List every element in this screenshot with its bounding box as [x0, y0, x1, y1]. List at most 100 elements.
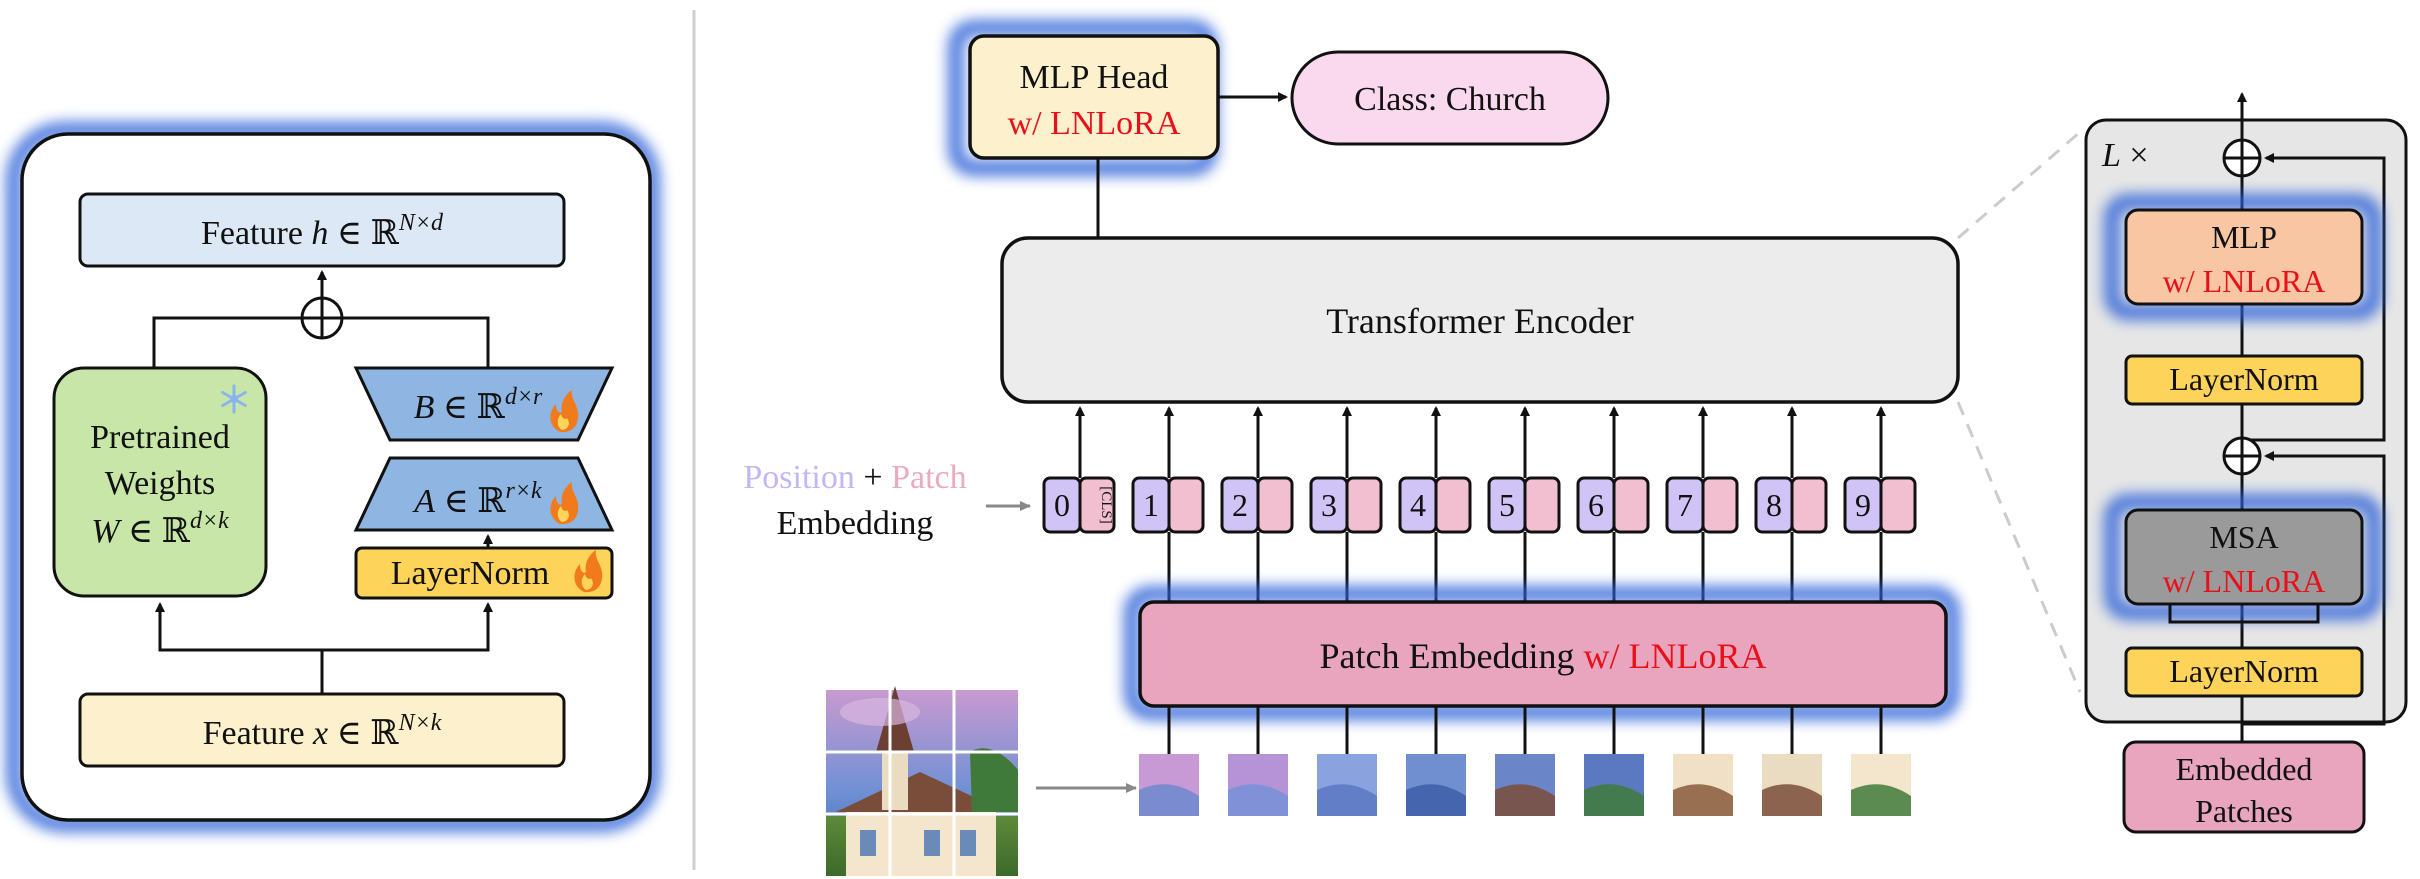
- token-4: 4: [1398, 406, 1472, 602]
- sum-node-top: [2222, 138, 2262, 178]
- b-sup: d×r: [505, 384, 543, 410]
- transformer-encoder-box: Transformer Encoder: [1000, 236, 1960, 404]
- token-9: 9: [1843, 406, 1917, 602]
- position-id: 7: [1677, 487, 1693, 523]
- pretrained-weights-box: Pretrained Weights W ∈ ℝd×k: [52, 366, 268, 598]
- token-0: 0 [CLS]: [1042, 406, 1116, 534]
- image-patch: [1851, 706, 1911, 816]
- mlp-box: MLP w/ LNLoRA: [2104, 194, 2382, 320]
- class-output-box: Class: Church: [1290, 50, 1610, 146]
- position-id: 8: [1766, 487, 1782, 523]
- embedding-legend: Position + Patch Embedding: [743, 459, 966, 542]
- patch-embedding-token: [1345, 476, 1383, 534]
- w-rel: ∈ ℝ: [120, 513, 191, 550]
- pretrained-line2: Weights: [105, 465, 216, 502]
- token-5: 5: [1487, 406, 1561, 602]
- layernorm-bottom-label: LayerNorm: [2169, 653, 2318, 689]
- legend-embedding: Embedding: [777, 505, 934, 542]
- position-id: 4: [1410, 487, 1426, 523]
- matrix-a-box: A ∈ ℝr×k: [353, 456, 615, 532]
- pretrained-line1: Pretrained: [90, 419, 230, 456]
- transformer-block-panel: L × MLP w/ LNLoRA LayerNorm: [2084, 92, 2408, 834]
- layernorm-label-left: LayerNorm: [391, 555, 550, 592]
- msa-qkv-bracket: [2168, 604, 2320, 624]
- patch-embedding-token: [1612, 476, 1650, 534]
- zoom-line-top: [1957, 130, 2081, 240]
- token-7: 7: [1665, 406, 1739, 602]
- svg-text:Position + Patch: Position + Patch: [743, 459, 966, 496]
- mlp-line1: MLP: [2211, 219, 2277, 255]
- b-to-sum-line: [342, 316, 490, 368]
- image-patch: [1139, 706, 1199, 816]
- patch-embedding-token: [1701, 476, 1739, 534]
- embedded-line1: Embedded: [2176, 751, 2313, 787]
- lnlora-module-panel: Feature h ∈ ℝN×d Pretrained Weights W ∈ …: [6, 122, 660, 832]
- layernorm-top-label: LayerNorm: [2169, 361, 2318, 397]
- feature-h-rel: ∈ ℝ: [328, 215, 399, 252]
- svg-text:W ∈ ℝd×k: W ∈ ℝd×k: [91, 508, 229, 550]
- feature-x-var: x: [312, 715, 328, 752]
- position-id: 9: [1855, 487, 1871, 523]
- patch-embedding-token: [1434, 476, 1472, 534]
- a-var: A: [412, 483, 435, 520]
- a-sup: r×k: [506, 478, 543, 504]
- w-sup: d×k: [190, 508, 229, 534]
- cls-token: [1078, 476, 1116, 534]
- feature-x-label: Feature: [203, 715, 313, 752]
- mlp-head-box: MLP Head w/ LNLoRA: [948, 20, 1220, 176]
- class-label: Class: Church: [1354, 81, 1546, 118]
- patch-embedding-box: Patch Embedding w/ LNLoRA: [1124, 586, 1960, 720]
- image-patch: [1762, 706, 1822, 816]
- cls-label: [CLS]: [1098, 486, 1114, 524]
- patch-embedding-token: [1790, 476, 1828, 534]
- legend-patch: Patch: [891, 459, 967, 496]
- msa-box: MSA w/ LNLoRA: [2104, 494, 2382, 620]
- layernorm-box-left: LayerNorm: [354, 546, 614, 600]
- image-patch: [1495, 706, 1555, 816]
- svg-text:L ×: L ×: [2101, 137, 2149, 174]
- repeat-var: L: [2101, 137, 2121, 174]
- residual-skip-bottom: [2242, 451, 2386, 726]
- legend-plus: +: [855, 459, 891, 496]
- feature-h-var: h: [311, 215, 328, 252]
- repeat-suffix: ×: [2121, 137, 2149, 174]
- legend-position: Position: [743, 459, 854, 496]
- flame-icon: [550, 482, 579, 525]
- patch-embedding-token: [1167, 476, 1205, 534]
- position-id: 6: [1588, 487, 1604, 523]
- position-id: 1: [1143, 487, 1159, 523]
- b-var: B: [414, 389, 435, 426]
- input-image: [826, 686, 1018, 876]
- flame-icon: [550, 390, 579, 433]
- zoom-line-bottom: [1956, 401, 2082, 693]
- position-id: 0: [1054, 487, 1070, 523]
- svg-text:A ∈ ℝr×k: A ∈ ℝr×k: [412, 478, 542, 520]
- feature-h-box: Feature h ∈ ℝN×d: [78, 192, 566, 268]
- image-patch: [1317, 706, 1377, 816]
- patch-embedding-token: [1879, 476, 1917, 534]
- encoder-label: Transformer Encoder: [1326, 301, 1634, 341]
- x-to-w-arrow: [155, 602, 324, 694]
- mlp-head-line1: MLP Head: [1020, 59, 1169, 96]
- mlp-line2: w/ LNLoRA: [2163, 263, 2326, 299]
- embedded-patches-box: Embedded Patches: [2122, 740, 2366, 834]
- x-to-ln-arrow: [322, 602, 493, 652]
- image-patch: [1673, 706, 1733, 816]
- sum-node: [300, 296, 344, 340]
- sum-node-middle: [2222, 436, 2262, 476]
- image-patch: [1406, 706, 1466, 816]
- feature-x-sup: N×k: [398, 710, 442, 736]
- w-var: W: [91, 513, 122, 550]
- msa-line2: w/ LNLoRA: [2163, 563, 2326, 599]
- token-1: 1: [1131, 406, 1205, 602]
- token-3: 3: [1309, 406, 1383, 602]
- token-2: 2: [1220, 406, 1294, 602]
- token-6: 6: [1576, 406, 1650, 602]
- msa-line1: MSA: [2209, 519, 2278, 555]
- patch-embedding-token: [1523, 476, 1561, 534]
- mlp-head-line2: w/ LNLoRA: [1008, 105, 1181, 142]
- image-patch: [1584, 706, 1644, 816]
- w-to-sum-line: [152, 316, 302, 368]
